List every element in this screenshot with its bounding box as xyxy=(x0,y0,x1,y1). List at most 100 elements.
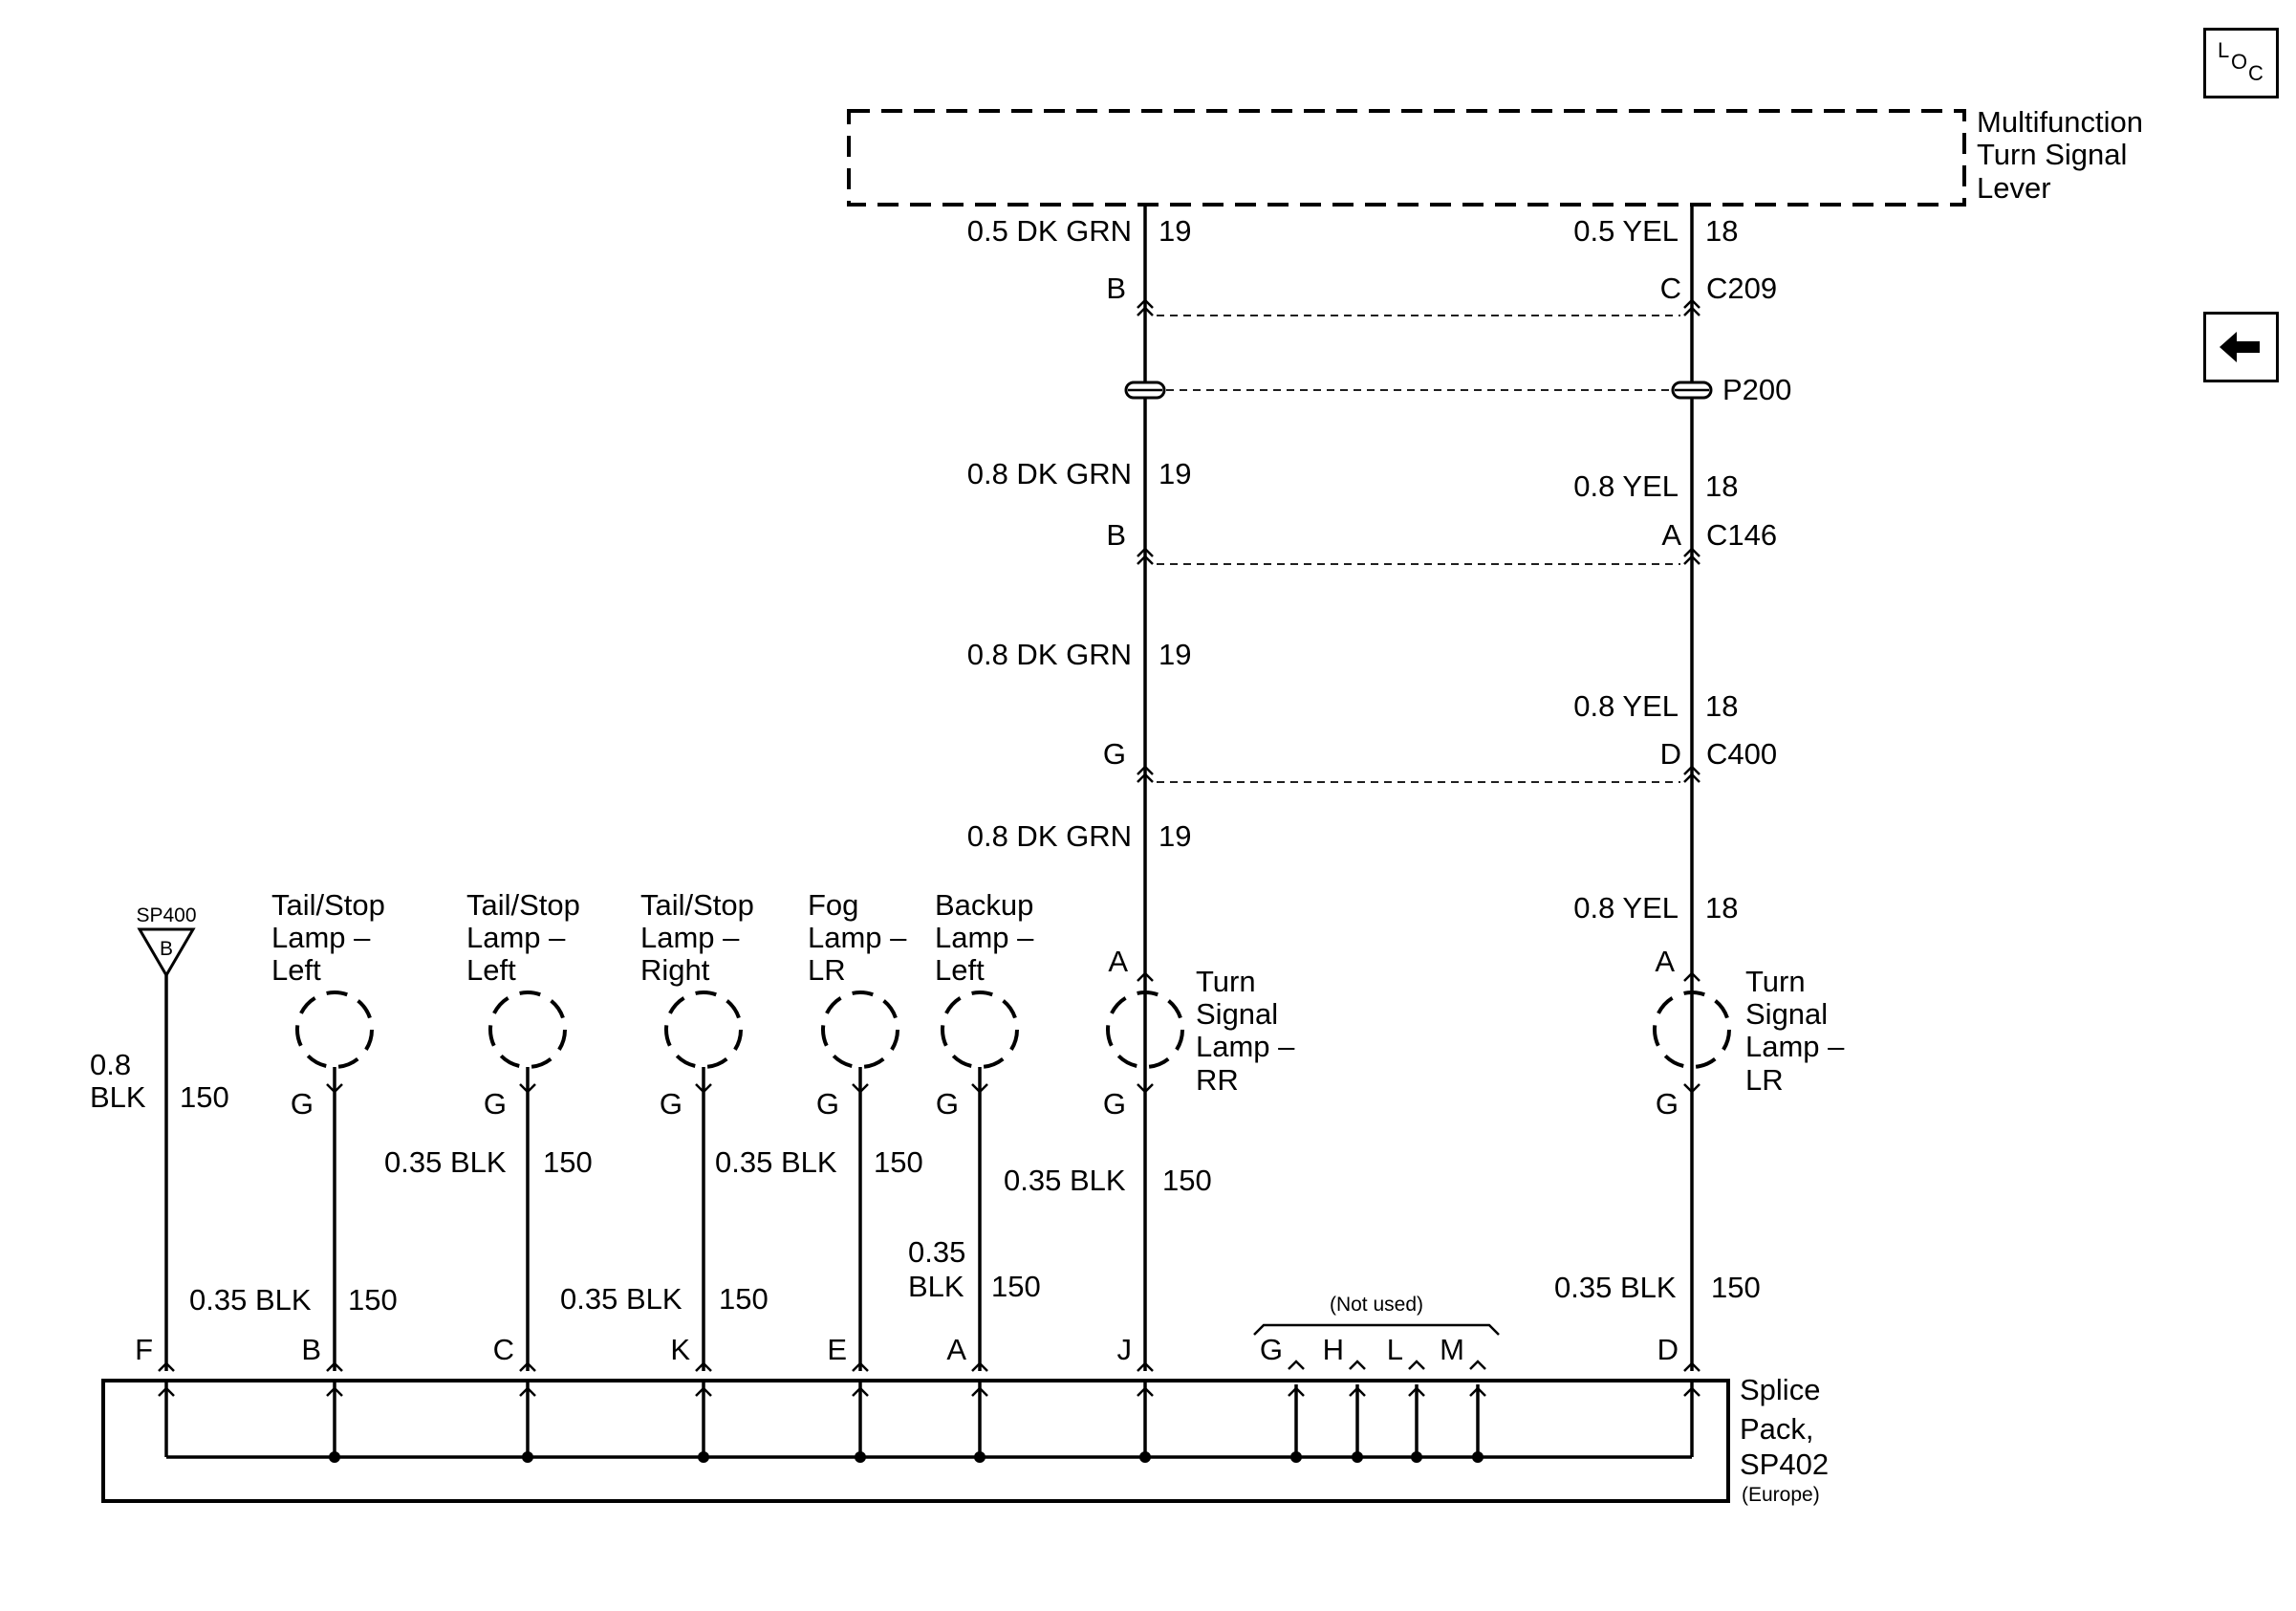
wire-label: 0.8 DK GRN xyxy=(967,819,1132,853)
wire-label: 0.8 DK GRN xyxy=(967,457,1132,490)
pin-label: G xyxy=(1103,737,1126,771)
circuit-number: 150 xyxy=(1711,1271,1761,1304)
splice-pin-label: D xyxy=(1657,1333,1679,1366)
splice-pin-label: J xyxy=(1117,1333,1133,1366)
lever-label-line2: Turn Signal xyxy=(1977,138,2127,171)
lamp-label: Signal xyxy=(1745,997,1828,1031)
svg-text:C: C xyxy=(2248,61,2264,85)
back-button[interactable] xyxy=(2203,312,2279,382)
connector-pin-icon xyxy=(971,1083,988,1094)
lever-label-line3: Lever xyxy=(1977,171,2051,205)
connector-pin-icon xyxy=(519,1083,536,1094)
connector-pin-icon xyxy=(1288,1360,1305,1370)
splice-pin-label: H xyxy=(1323,1333,1344,1366)
splice-dot xyxy=(1411,1451,1422,1463)
lamp-label: Left xyxy=(935,953,985,987)
pin-label: C xyxy=(1660,272,1681,305)
lamp-label: Lamp – xyxy=(935,921,1034,954)
circuit-number: 150 xyxy=(719,1282,769,1316)
svg-text:O: O xyxy=(2231,50,2247,74)
splice-pack-label: (Europe) xyxy=(1742,1484,1820,1506)
splice-pin-label: B xyxy=(301,1333,321,1366)
ground-pin: B xyxy=(160,938,173,960)
pin-label: G xyxy=(291,1087,314,1121)
connector-pin-icon xyxy=(1683,1083,1700,1094)
pin-label: A xyxy=(1661,518,1681,552)
splice-dot xyxy=(1472,1451,1484,1463)
pin-label: D xyxy=(1660,737,1681,771)
lamp-label: LR xyxy=(1745,1063,1784,1097)
circuit-number: 19 xyxy=(1159,457,1191,490)
pin-label: A xyxy=(1108,945,1128,978)
not-used-label: (Not used) xyxy=(1330,1294,1423,1316)
lamp-label: RR xyxy=(1196,1063,1239,1097)
connector-c400: C400 xyxy=(1706,737,1777,771)
pin-label: G xyxy=(936,1087,959,1121)
splice-pin-label: C xyxy=(493,1333,514,1366)
lamp-label: Lamp – xyxy=(640,921,740,954)
pin-label: G xyxy=(1103,1087,1126,1121)
splice-pin-label: G xyxy=(1260,1333,1283,1366)
circuit-number: 18 xyxy=(1705,891,1738,925)
connector-pin-icon xyxy=(326,1083,343,1094)
connector-pin-icon xyxy=(1683,1361,1700,1372)
loc-button[interactable]: L O C xyxy=(2203,28,2279,98)
connector-pin-icon xyxy=(1137,547,1154,565)
lamp-label: Tail/Stop xyxy=(271,888,385,922)
wire-label: 0.8 YEL xyxy=(1573,891,1679,925)
circuit-number: 150 xyxy=(991,1270,1041,1303)
splice-pin-label: F xyxy=(135,1333,153,1366)
turn-signal-lever-box xyxy=(847,109,1966,207)
wire-label: 0.8 YEL xyxy=(1573,689,1679,723)
connector-pin-icon xyxy=(326,1361,343,1372)
circuit-number: 18 xyxy=(1705,689,1738,723)
pin-label: G xyxy=(816,1087,839,1121)
wire-label: BLK xyxy=(908,1270,964,1303)
connector-pin-icon xyxy=(1349,1360,1366,1370)
pin-label: G xyxy=(660,1087,682,1121)
wire-label: 0.35 BLK xyxy=(560,1282,682,1316)
splice-dot xyxy=(855,1451,866,1463)
wire-label: 0.8 YEL xyxy=(1573,469,1679,503)
circuit-number: 150 xyxy=(874,1145,923,1179)
lamp-label: Backup xyxy=(935,888,1033,922)
pin-label: G xyxy=(484,1087,507,1121)
connector-pin-icon xyxy=(1683,547,1700,565)
connector-pin-icon xyxy=(1137,1083,1154,1094)
connector-pin-icon xyxy=(1408,1360,1425,1370)
connector-pin-icon xyxy=(1469,1360,1486,1370)
splice-pack-label: Pack, xyxy=(1740,1412,1814,1446)
wire-label: 0.35 BLK xyxy=(1554,1271,1677,1304)
splice-pack-label: SP402 xyxy=(1740,1448,1829,1481)
lamp-label: Fog xyxy=(808,888,858,922)
not-used-bracket xyxy=(1253,1323,1500,1336)
lamp-label: Lamp – xyxy=(1196,1030,1295,1063)
connector-pin-icon xyxy=(971,1361,988,1372)
circuit-number: 18 xyxy=(1705,214,1738,248)
lamp-label: Lamp – xyxy=(1745,1030,1845,1063)
circuit-number: 19 xyxy=(1159,819,1191,853)
pin-label: A xyxy=(1655,945,1675,978)
circuit-number: 18 xyxy=(1705,469,1738,503)
lamp-label: Signal xyxy=(1196,997,1278,1031)
wire-label: 0.5 YEL xyxy=(1573,214,1679,248)
connector-pin-icon xyxy=(695,1083,712,1094)
splice-dot xyxy=(522,1451,533,1463)
lamp-label: Lamp – xyxy=(466,921,566,954)
circuit-number: 150 xyxy=(543,1145,593,1179)
ground-label: SP400 xyxy=(136,904,196,926)
splice-dot xyxy=(698,1451,709,1463)
lamp-label: Lamp – xyxy=(271,921,371,954)
lamp-label: Tail/Stop xyxy=(640,888,754,922)
circuit-number: 150 xyxy=(1162,1164,1212,1197)
wire-label: 0.5 DK GRN xyxy=(967,214,1132,248)
left-arrow-icon xyxy=(2220,332,2260,362)
lamp-label: Left xyxy=(271,953,321,987)
wire-label: 0.35 BLK xyxy=(189,1283,312,1317)
circuit-number: 150 xyxy=(348,1283,398,1317)
circuit-number: 19 xyxy=(1159,214,1191,248)
connector-pin-icon xyxy=(1137,1361,1154,1372)
connector-p200: P200 xyxy=(1722,373,1791,406)
splice-dot xyxy=(1352,1451,1363,1463)
lamp-label: Left xyxy=(466,953,516,987)
